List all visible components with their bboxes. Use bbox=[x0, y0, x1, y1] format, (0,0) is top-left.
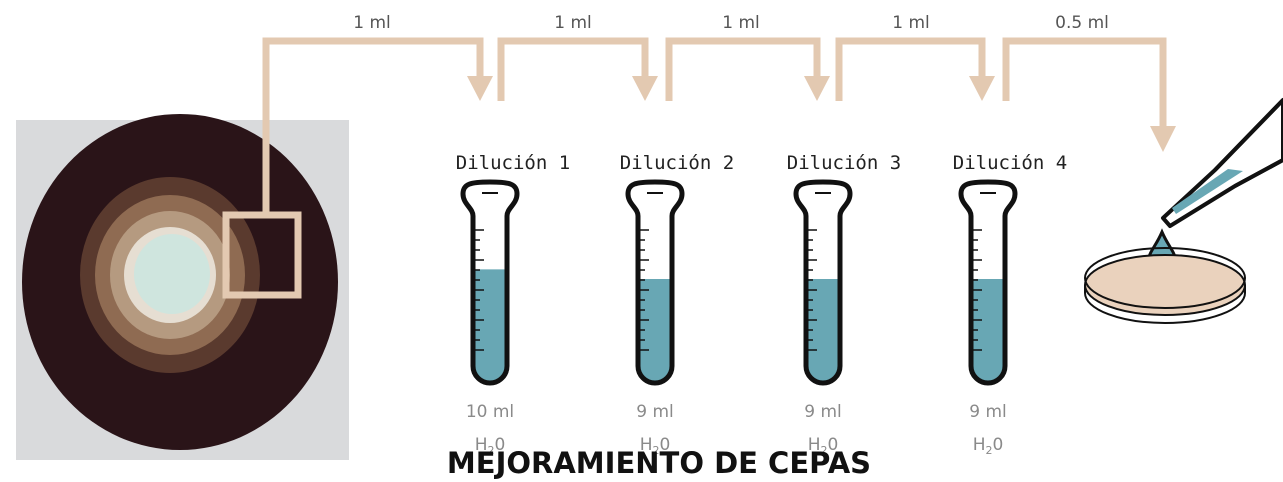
petri-dish-icon bbox=[1084, 247, 1246, 324]
tube-label-2: Dilución 2 bbox=[620, 152, 734, 174]
tube-volume-2: 9 ml bbox=[636, 402, 674, 422]
tube-outline bbox=[958, 179, 1018, 386]
transfer-label-2: 1 ml bbox=[554, 13, 592, 33]
tube-label-4: Dilución 4 bbox=[953, 152, 1067, 174]
tube-liquid bbox=[638, 279, 672, 383]
test-tube-icon bbox=[460, 179, 520, 386]
tubes bbox=[460, 179, 1018, 386]
arrowhead-3 bbox=[804, 76, 830, 101]
test-tube-icon bbox=[958, 179, 1018, 386]
pipette-icon bbox=[1161, 98, 1283, 228]
tube-outline bbox=[793, 179, 853, 386]
arrowheads bbox=[467, 76, 1176, 152]
arrowhead-2 bbox=[632, 76, 658, 101]
tube-volume-4: 9 ml bbox=[969, 402, 1007, 422]
arrowhead-1 bbox=[467, 76, 493, 101]
transfer-arrows bbox=[262, 37, 1167, 215]
transfer-arrow-3 bbox=[665, 37, 821, 101]
arrowhead-5 bbox=[1150, 126, 1176, 152]
tube-outline bbox=[460, 179, 520, 386]
test-tube-icon bbox=[793, 179, 853, 386]
tube-solvent-4: H20 bbox=[973, 435, 1004, 457]
transfer-arrow-2 bbox=[497, 37, 649, 101]
tube-solvent-1: H20 bbox=[475, 435, 506, 457]
transfer-label-4: 1 ml bbox=[892, 13, 930, 33]
transfer-label-1: 1 ml bbox=[353, 13, 391, 33]
test-tube-icon bbox=[625, 179, 685, 386]
fungal-colony-photo bbox=[16, 114, 349, 460]
tube-label-3: Dilución 3 bbox=[787, 152, 901, 174]
tube-volume-1: 10 ml bbox=[466, 402, 514, 422]
transfer-arrow-5 bbox=[1002, 37, 1167, 130]
sample-selection-box bbox=[222, 211, 302, 299]
page-title: MEJORAMIENTO DE CEPAS bbox=[447, 446, 871, 480]
tube-liquid bbox=[971, 279, 1005, 383]
transfer-arrow-1 bbox=[262, 37, 484, 215]
tube-liquid bbox=[473, 269, 507, 383]
transfer-label-5: 0.5 ml bbox=[1055, 13, 1109, 33]
tube-volume-3: 9 ml bbox=[804, 402, 842, 422]
transfer-arrow-4 bbox=[835, 37, 986, 101]
transfer-label-3: 1 ml bbox=[722, 13, 760, 33]
tube-liquid bbox=[806, 279, 840, 383]
tube-solvent-2: H20 bbox=[640, 435, 671, 457]
arrowhead-4 bbox=[969, 76, 995, 101]
tube-outline bbox=[625, 179, 685, 386]
tube-label-1: Dilución 1 bbox=[456, 152, 570, 174]
tube-solvent-3: H20 bbox=[808, 435, 839, 457]
